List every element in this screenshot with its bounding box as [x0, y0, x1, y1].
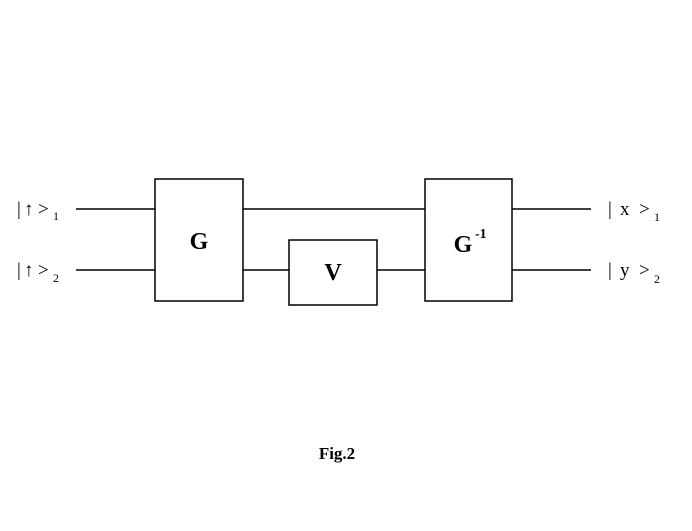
input-ket-1-up-arrow: ↑ [24, 199, 34, 220]
output-ket-1-variable: x [620, 199, 630, 220]
gate-g-inverse-superscript: -1 [475, 227, 487, 242]
input-ket-2-close: > [38, 260, 49, 281]
input-ket-1-bar: | [17, 199, 21, 220]
gate-g-label: G [190, 229, 209, 255]
input-ket-2: | ↑ > 2 [17, 260, 59, 285]
input-ket-2-up-arrow: ↑ [24, 260, 34, 281]
gate-g-inverse: G -1 [424, 178, 513, 302]
gate-g: G [154, 178, 244, 302]
output-ket-2-subscript: 2 [654, 272, 660, 286]
gate-v-box [288, 239, 378, 306]
input-ket-2-bar: | [17, 260, 21, 281]
input-ket-2-subscript: 2 [53, 271, 59, 285]
input-ket-1-close: > [38, 199, 49, 220]
gate-g-inverse-box [424, 178, 513, 302]
output-ket-1-subscript: 1 [654, 210, 660, 224]
output-ket-2-variable: y [620, 260, 630, 281]
gate-v-label: V [324, 260, 342, 286]
input-ket-1-subscript: 1 [53, 209, 59, 223]
gate-g-inverse-label: G [454, 232, 473, 258]
output-ket-1-bar: | [608, 199, 612, 220]
output-ket-2-close: > [639, 260, 650, 281]
gate-v: V [288, 239, 378, 306]
output-ket-2-bar: | [608, 260, 612, 281]
figure-caption: Fig.2 [319, 444, 355, 463]
input-ket-1: | ↑ > 1 [17, 199, 59, 223]
output-ket-1: | x > 1 [608, 199, 660, 224]
output-ket-2: | y > 2 [608, 260, 660, 286]
output-ket-1-close: > [639, 199, 650, 220]
gate-g-box [154, 178, 244, 302]
